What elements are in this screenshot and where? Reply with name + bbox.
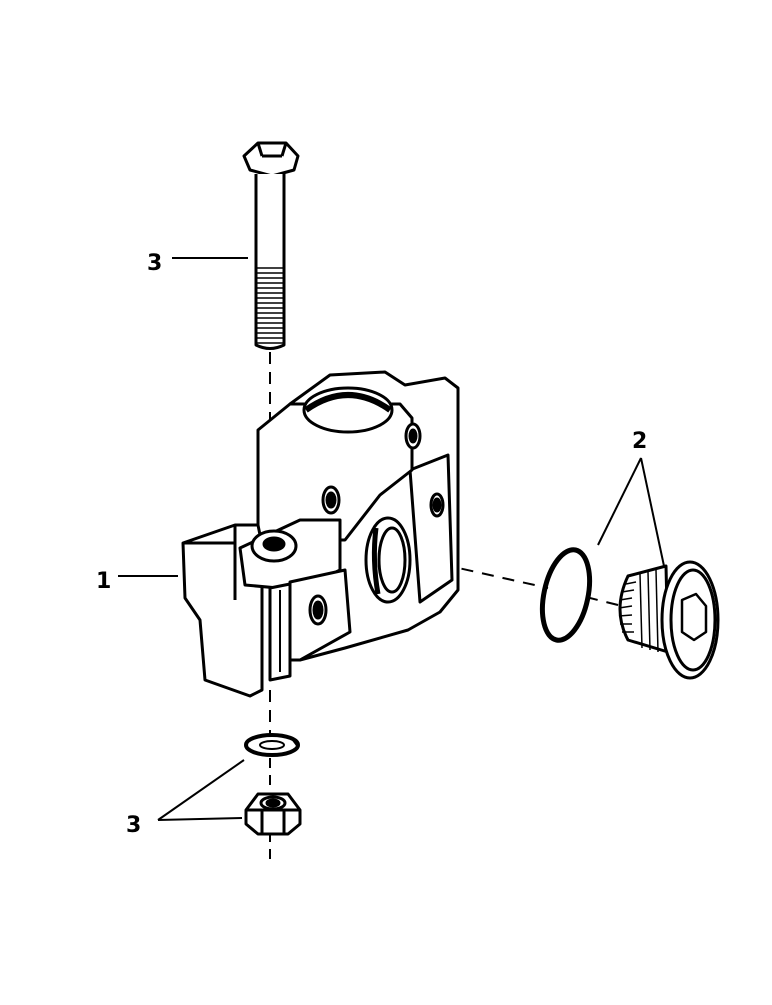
hex-bolt bbox=[242, 141, 300, 350]
leader-plug bbox=[640, 457, 665, 567]
callout-plug-seal: 2 bbox=[632, 429, 647, 454]
callout-washer-nut: 3 bbox=[126, 813, 141, 838]
leader-nut bbox=[157, 817, 243, 821]
split-lock-washer bbox=[244, 733, 300, 757]
leader-lines bbox=[118, 257, 665, 821]
o-ring-seal bbox=[539, 547, 593, 643]
hex-socket-plug bbox=[618, 560, 720, 680]
callout-body: 1 bbox=[96, 569, 111, 594]
callout-bolt: 3 bbox=[147, 251, 162, 276]
valve-body bbox=[181, 370, 460, 698]
leader-washer bbox=[157, 759, 245, 821]
leader-o-ring bbox=[597, 457, 642, 546]
hex-nut bbox=[244, 792, 302, 836]
